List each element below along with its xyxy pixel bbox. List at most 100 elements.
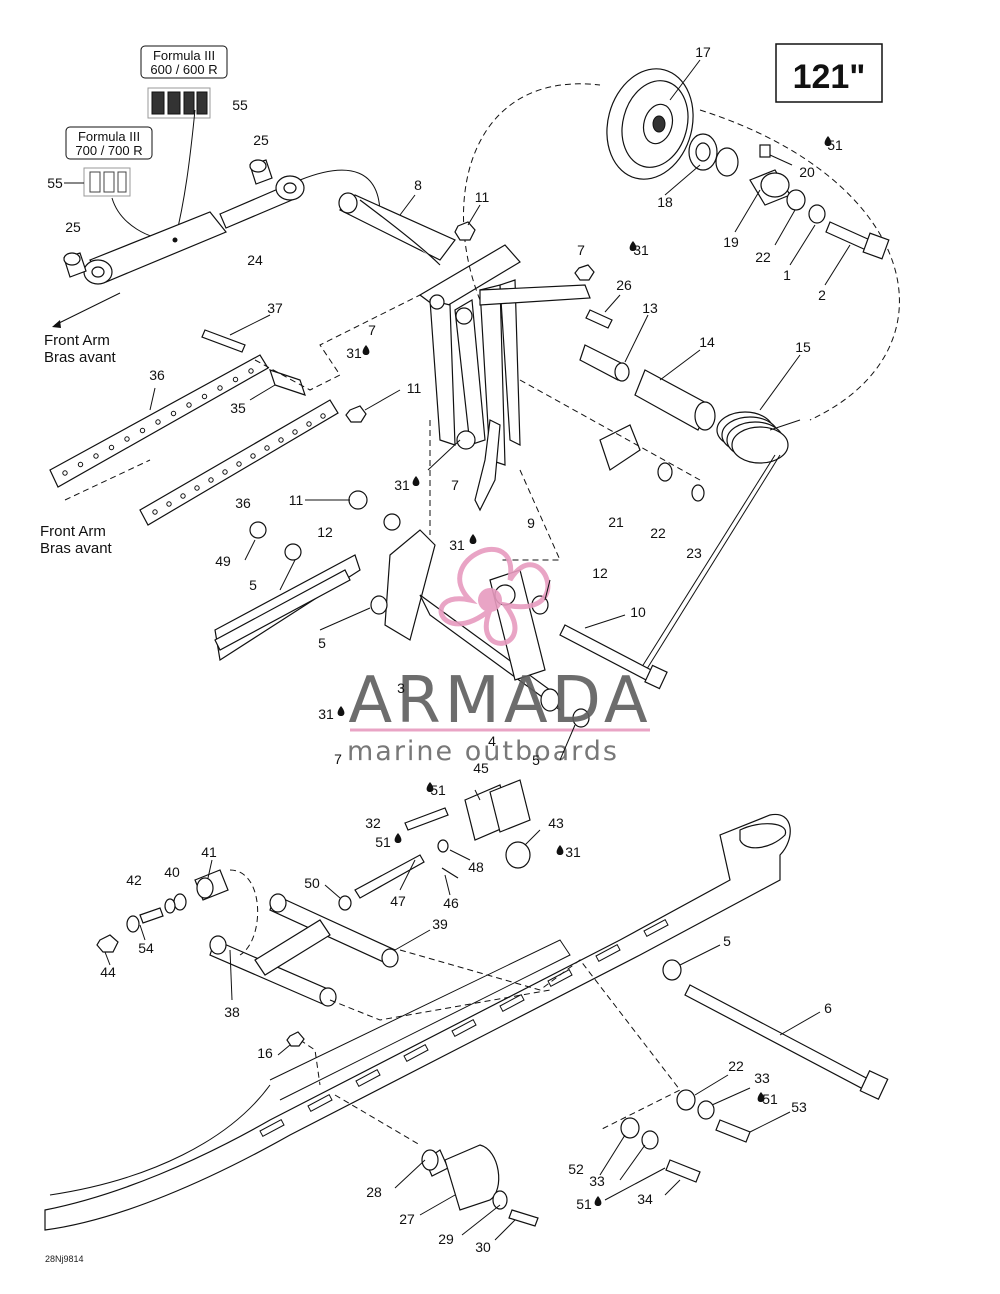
part-number: 50 [304,875,320,891]
part-number: 7 [451,477,459,493]
washer [572,708,590,728]
washer [620,1117,640,1139]
hole [320,413,326,419]
hole [217,385,223,391]
part-number: 8 [414,177,422,193]
part-number: 22 [728,1058,744,1074]
svg-text:Formula III: Formula III [153,48,215,63]
hole [93,453,99,459]
rail-holes [259,919,669,1137]
hole [139,427,146,434]
nut [345,405,367,423]
part-number: 28 [366,1184,382,1200]
part-number: 36 [149,367,165,383]
shock-absorber [83,175,305,285]
lubricant-drop-icon [824,136,832,146]
part-number: 31 [565,844,581,860]
stopper [421,1144,539,1227]
hole [236,461,242,467]
bushing [348,490,368,510]
part-number: 51 [576,1196,592,1212]
part-number: 1 [783,267,791,283]
watermark-brand: ARMADA [348,664,651,738]
part-number: 5 [318,635,326,651]
idler-wheel [606,68,694,180]
bolt [825,221,890,260]
rail-slot [499,994,525,1012]
part-number: 35 [230,400,246,416]
part-number: 31 [394,477,410,493]
washer [338,895,352,911]
part-number: 24 [247,252,263,268]
hole [250,453,256,459]
washer [641,1130,659,1150]
part-number: 54 [138,940,154,956]
part-number: 31 [633,242,649,258]
lubricant-drop-icon [594,1196,602,1206]
lubricant-drop-icon [412,476,420,486]
lubricant-drop-icon [394,833,402,843]
svg-text:Formula III: Formula III [78,129,140,144]
part-number: 13 [642,300,658,316]
part-number: 33 [754,1070,770,1086]
roller-axle [579,344,716,431]
model-label-600: Formula III 600 / 600 R [140,45,228,79]
part-number: 47 [390,893,406,909]
washer [437,839,449,853]
part-number: 55 [232,97,248,113]
lubricant-drop-icon [337,706,345,716]
bolt [665,1159,701,1183]
callout-front-arm: Front Arm [40,523,106,540]
part-number: 41 [201,844,217,860]
hole [62,470,68,476]
part-number: 39 [432,916,448,932]
part-number: 44 [100,964,116,980]
hole [77,461,84,468]
bolt [585,309,613,329]
hole [201,393,208,400]
part-number: 46 [443,895,459,911]
part-number: 29 [438,1231,454,1247]
part-number: 5 [723,933,731,949]
part-number: 33 [589,1173,605,1189]
lubricant-drop-icon [426,782,434,792]
part-number: 51 [827,137,843,153]
part-number: 55 [47,175,63,191]
part-number: 15 [795,339,811,355]
lubricant-drop-icon [362,345,370,355]
lubricant-drop-icon [556,845,564,855]
part-number: 21 [608,514,624,530]
part-number: 48 [468,859,484,875]
hole [306,421,312,427]
hole [194,485,200,491]
part-number: 42 [126,872,142,888]
circlip [691,484,705,502]
nut [454,221,476,241]
model-label-700: Formula III 700 / 700 R [65,126,153,160]
rail-slot [355,1069,381,1087]
callout-bras-avant: Bras avant [44,349,117,366]
part-number: 18 [657,194,673,210]
bolt [404,807,449,831]
rail-slot [595,944,621,962]
part-number: 11 [475,189,490,205]
hole [180,493,186,499]
hole [155,419,161,425]
set-screw [759,144,771,158]
part-number: 17 [695,44,711,60]
decal-icon [83,167,131,197]
part-number: 4 [488,733,496,749]
washer [657,462,673,482]
part-number: 7 [334,751,342,767]
part-number: 43 [548,815,564,831]
part-number: 53 [791,1099,807,1115]
washer [697,1100,715,1120]
hole [222,469,228,475]
part-number: 26 [616,277,632,293]
part-number: 37 [267,300,283,316]
part-number: 52 [568,1161,584,1177]
washer [676,1089,696,1111]
part-number: 9 [527,515,535,531]
pin [441,867,459,879]
